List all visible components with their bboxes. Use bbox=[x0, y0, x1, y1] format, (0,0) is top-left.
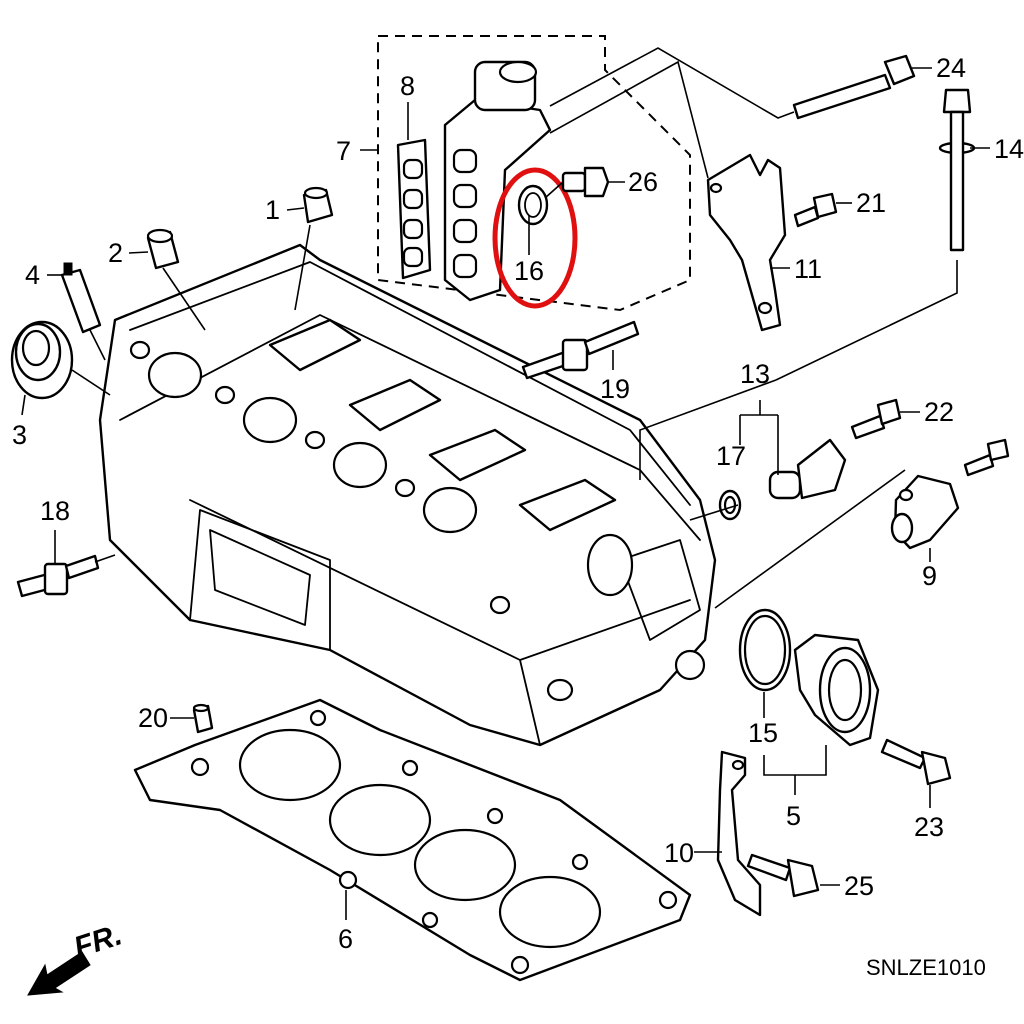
callout-13: 13 bbox=[740, 359, 770, 389]
part-7-spool-valve bbox=[443, 60, 552, 302]
part-13-sensor bbox=[768, 438, 847, 500]
callout-20: 20 bbox=[138, 703, 168, 733]
callout-19: 19 bbox=[600, 374, 630, 404]
callout-numbers: 1 2 3 4 5 6 7 8 9 10 11 13 14 15 16 17 1… bbox=[12, 53, 1024, 954]
callout-6: 6 bbox=[338, 924, 353, 954]
part-21-bolt bbox=[793, 192, 838, 228]
part-25-bolt bbox=[746, 853, 820, 898]
part-22-bolt bbox=[850, 398, 902, 440]
leader-lines bbox=[21, 47, 990, 920]
part-10-bracket bbox=[716, 750, 762, 917]
callout-16: 16 bbox=[514, 256, 544, 286]
callout-3: 3 bbox=[12, 420, 27, 450]
part-26-bolt bbox=[561, 166, 610, 198]
part-4-sensor bbox=[60, 262, 102, 334]
part-11-bracket bbox=[706, 153, 787, 332]
part-24-bolt bbox=[792, 54, 916, 120]
callout-7: 7 bbox=[336, 136, 351, 166]
assembly-7-outline bbox=[377, 35, 691, 312]
front-direction-label: FR. bbox=[70, 918, 126, 964]
part-5-water-outlet bbox=[793, 633, 880, 747]
callout-14: 14 bbox=[994, 134, 1024, 164]
part-9-cover bbox=[890, 474, 960, 550]
cylinder-head bbox=[98, 243, 717, 747]
callout-11: 11 bbox=[794, 254, 822, 284]
part-15-gasket bbox=[738, 608, 792, 692]
part-14-bolt bbox=[938, 88, 976, 252]
callout-26: 26 bbox=[628, 167, 658, 197]
callout-4: 4 bbox=[25, 260, 40, 290]
callout-22: 22 bbox=[924, 397, 954, 427]
callout-21: 21 bbox=[856, 188, 886, 218]
front-direction-arrow: FR. bbox=[27, 918, 126, 996]
part-16-o-ring bbox=[517, 184, 549, 226]
part-3-oil-seal bbox=[10, 320, 74, 400]
part-19-stud bbox=[521, 320, 640, 380]
callout-10: 10 bbox=[664, 838, 694, 868]
callout-9: 9 bbox=[922, 561, 937, 591]
callout-25: 25 bbox=[844, 871, 874, 901]
callout-8: 8 bbox=[400, 71, 415, 101]
part-6-head-gasket bbox=[133, 698, 692, 982]
part-23-bolt bbox=[880, 738, 952, 786]
highlight-circle-16 bbox=[492, 167, 578, 309]
part-9-bolt bbox=[963, 438, 1010, 477]
callout-17: 17 bbox=[716, 441, 746, 471]
callout-18: 18 bbox=[40, 496, 70, 526]
callout-23: 23 bbox=[914, 812, 944, 842]
callout-1: 1 bbox=[265, 195, 280, 225]
diagram-code: SNLZE1010 bbox=[866, 955, 986, 980]
callout-5: 5 bbox=[786, 801, 801, 831]
part-1-plug bbox=[302, 186, 334, 224]
part-2-plug bbox=[146, 228, 180, 270]
part-8-gasket bbox=[396, 138, 432, 280]
callout-24: 24 bbox=[936, 53, 966, 83]
part-20-dowel bbox=[192, 703, 214, 734]
callout-2: 2 bbox=[108, 238, 123, 268]
callout-15: 15 bbox=[748, 718, 778, 748]
part-18-stud bbox=[16, 554, 100, 598]
